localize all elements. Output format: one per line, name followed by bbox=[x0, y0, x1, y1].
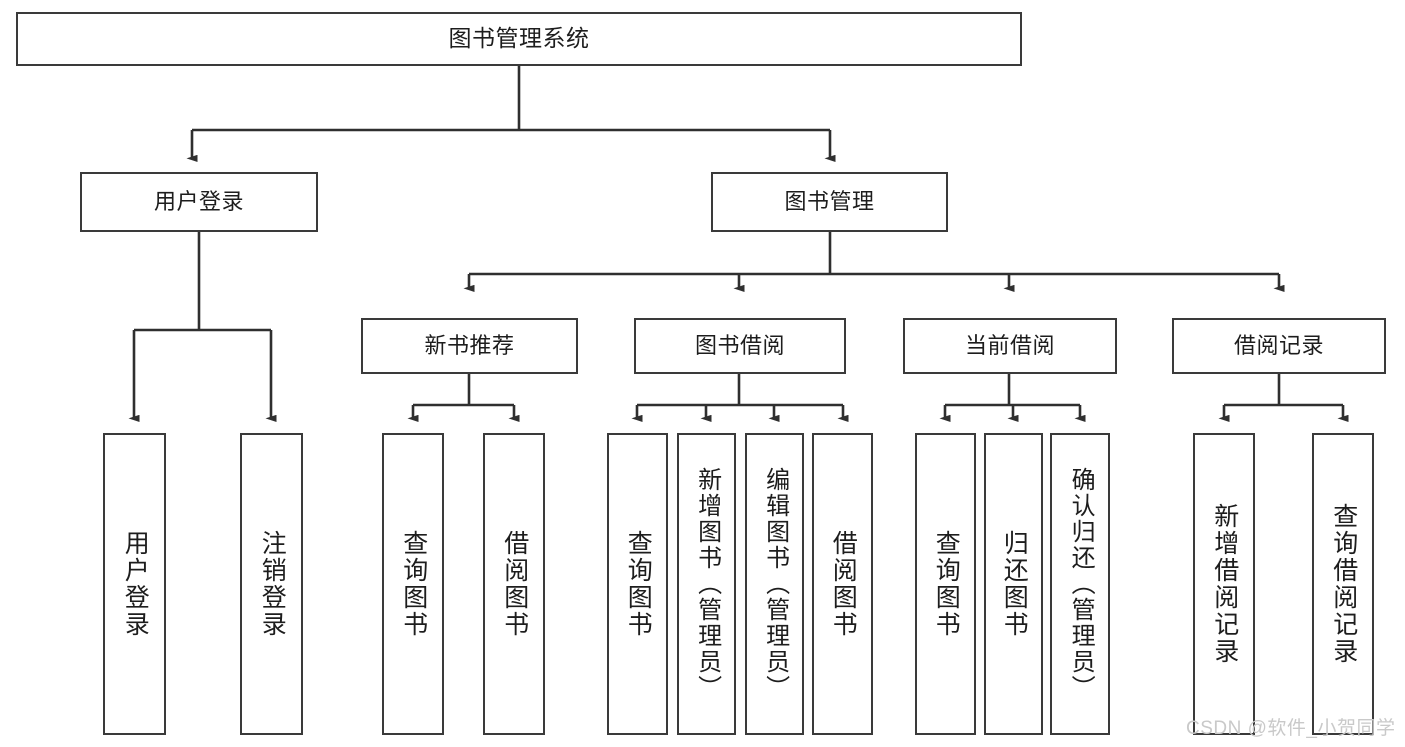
leaf-return-book[interactable]: 归还图书 bbox=[984, 433, 1043, 735]
node-label: 注销登录 bbox=[258, 530, 287, 638]
leaf-query-book-borrow[interactable]: 查询图书 bbox=[607, 433, 668, 735]
node-label: 图书管理 bbox=[784, 188, 875, 214]
node-book-borrow[interactable]: 图书借阅 bbox=[634, 318, 846, 374]
node-label: 当前借阅 bbox=[964, 332, 1055, 358]
node-label: 查询图书 bbox=[624, 530, 653, 638]
node-label: 借阅图书 bbox=[500, 530, 529, 638]
node-borrow-record[interactable]: 借阅记录 bbox=[1172, 318, 1386, 374]
leaf-borrow-book-recommend[interactable]: 借阅图书 bbox=[483, 433, 545, 735]
node-label: 图书借阅 bbox=[694, 332, 785, 358]
node-label: 用户登录 bbox=[121, 530, 150, 638]
leaf-borrow-book[interactable]: 借阅图书 bbox=[812, 433, 873, 735]
node-label: 用户登录 bbox=[153, 188, 244, 214]
node-label: 图书管理系统 bbox=[448, 25, 590, 52]
node-label: 新书推荐 bbox=[424, 332, 515, 358]
node-label: 归还图书 bbox=[1000, 530, 1029, 638]
node-new-book-recommend[interactable]: 新书推荐 bbox=[361, 318, 578, 374]
leaf-query-book-recommend[interactable]: 查询图书 bbox=[382, 433, 444, 735]
leaf-add-book-admin[interactable]: 新增图书（管理员） bbox=[677, 433, 736, 735]
leaf-add-borrow-record[interactable]: 新增借阅记录 bbox=[1193, 433, 1255, 735]
leaf-confirm-return-admin[interactable]: 确认归还（管理员） bbox=[1050, 433, 1110, 735]
node-current-borrow[interactable]: 当前借阅 bbox=[903, 318, 1117, 374]
node-label: 查询图书 bbox=[932, 530, 961, 638]
node-label: 编辑图书（管理员） bbox=[761, 467, 789, 701]
node-user-login[interactable]: 用户登录 bbox=[80, 172, 318, 232]
leaf-query-borrow-record[interactable]: 查询借阅记录 bbox=[1312, 433, 1374, 735]
watermark-text: CSDN @软件_小贺同学 bbox=[1186, 718, 1396, 739]
node-label: 新增图书（管理员） bbox=[693, 467, 721, 701]
node-label: 借阅记录 bbox=[1233, 332, 1324, 358]
leaf-user-login[interactable]: 用户登录 bbox=[103, 433, 166, 735]
leaf-query-book-current[interactable]: 查询图书 bbox=[915, 433, 976, 735]
node-label: 新增借阅记录 bbox=[1210, 503, 1239, 665]
node-label: 借阅图书 bbox=[829, 530, 858, 638]
node-root-system[interactable]: 图书管理系统 bbox=[16, 12, 1022, 66]
leaf-logout-login[interactable]: 注销登录 bbox=[240, 433, 303, 735]
node-label: 查询借阅记录 bbox=[1329, 503, 1358, 665]
node-label: 确认归还（管理员） bbox=[1067, 467, 1095, 701]
leaf-edit-book-admin[interactable]: 编辑图书（管理员） bbox=[745, 433, 804, 735]
node-label: 查询图书 bbox=[399, 530, 428, 638]
node-book-management[interactable]: 图书管理 bbox=[711, 172, 948, 232]
